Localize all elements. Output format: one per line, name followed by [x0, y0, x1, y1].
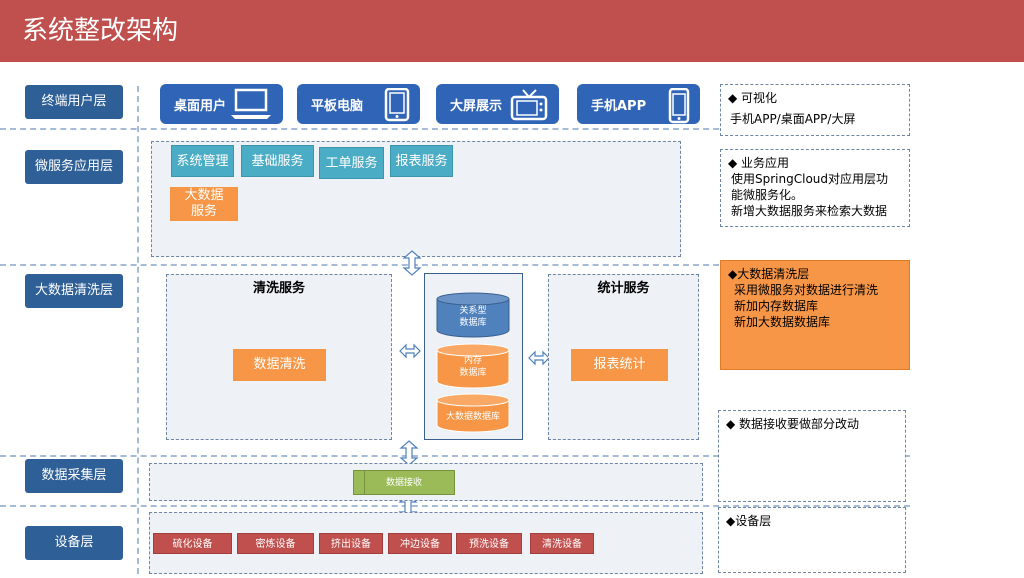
service-basic: 基础服务: [241, 145, 314, 177]
device-tablet: 平板电脑: [297, 84, 420, 124]
equipment-item: 密炼设备: [237, 533, 314, 554]
device-label: 平板电脑: [311, 98, 364, 114]
phone-icon: [668, 88, 690, 124]
data-receive-label: 数据接收: [385, 478, 422, 488]
equipment-item: 挤出设备: [319, 533, 383, 554]
equipment-item: 预洗设备: [456, 533, 522, 554]
database-icon: [436, 292, 510, 338]
service-bigdata: 大数据 服务: [170, 187, 238, 221]
statistics-service-title: 统计服务: [597, 281, 650, 296]
database-icon: [436, 393, 510, 433]
device-mobile: 手机APP: [577, 84, 700, 124]
note-business: ◆ 业务应用 使用SpringCloud对应用层功 能微服务化。 新增大数据服务…: [720, 149, 910, 227]
device-label: 手机APP: [591, 98, 647, 114]
layer-divider: [0, 505, 910, 507]
note-title: ◆ 可视化: [728, 91, 778, 105]
service-workorder: 工单服务: [319, 147, 384, 179]
layer-label-microservice: 微服务应用层: [25, 150, 123, 184]
service-report: 报表服务: [390, 145, 453, 177]
layer-divider: [0, 455, 910, 457]
cleaning-service-title: 清洗服务: [252, 281, 305, 296]
device-label: 桌面用户: [174, 98, 227, 114]
layer-label-cleaning: 大数据清洗层: [25, 274, 123, 308]
note-data-receive: ◆ 数据接收要做部分改动: [718, 410, 906, 502]
db-bigdata-label: 大数据数据库: [445, 412, 500, 422]
tv-icon: [510, 89, 548, 121]
service-system-mgmt: 系统管理: [171, 145, 234, 177]
note-desc: 使用SpringCloud对应用层功 能微服务化。 新增大数据服务来检索大数据: [731, 172, 889, 218]
vertical-divider: [137, 86, 139, 574]
note-desc: 手机APP/桌面APP/大屏: [730, 112, 856, 126]
note-visualization: ◆ 可视化 手机APP/桌面APP/大屏: [720, 84, 910, 136]
note-title: ◆设备层: [726, 514, 772, 528]
layer-label-collection: 数据采集层: [25, 459, 123, 493]
equipment-item: 冲边设备: [388, 533, 452, 554]
page-title: 系统整改架构: [0, 0, 1024, 62]
tablet-icon: [384, 88, 410, 122]
note-title: ◆ 数据接收要做部分改动: [726, 417, 860, 431]
note-title: ◆大数据清洗层: [728, 267, 810, 281]
equipment-item: 清洗设备: [530, 533, 594, 554]
note-bigdata-cleaning: ◆大数据清洗层 采用微服务对数据进行清洗 新加内存数据库 新加大数据数据库: [720, 260, 910, 370]
laptop-icon: [231, 88, 271, 119]
layer-divider: [0, 264, 910, 266]
equipment-item: 硫化设备: [153, 533, 232, 554]
layer-divider: [0, 128, 910, 130]
updown-arrow-icon: [402, 250, 422, 276]
leftright-arrow-icon: [528, 350, 550, 366]
report-statistics-item: 报表统计: [571, 349, 668, 381]
note-title: ◆ 业务应用: [728, 156, 790, 170]
note-desc: 采用微服务对数据进行清洗 新加内存数据库 新加大数据数据库: [734, 283, 879, 329]
receive-divider: [364, 471, 365, 494]
data-cleaning-item: 数据清洗: [233, 349, 326, 381]
database-icon: [436, 343, 510, 389]
device-bigscreen: 大屏展示: [436, 84, 559, 124]
note-equipment: ◆设备层: [718, 507, 906, 573]
layer-label-terminal: 终端用户层: [25, 85, 123, 119]
device-label: 大屏展示: [450, 98, 503, 114]
leftright-arrow-icon: [399, 343, 421, 359]
db-relational-label: 关系型 数据库: [459, 306, 487, 328]
device-desktop: 桌面用户: [160, 84, 283, 124]
data-receive-item: 数据接收: [353, 470, 455, 495]
layer-label-equipment: 设备层: [25, 526, 123, 560]
db-memory-label: 内存 数据库: [459, 356, 487, 378]
